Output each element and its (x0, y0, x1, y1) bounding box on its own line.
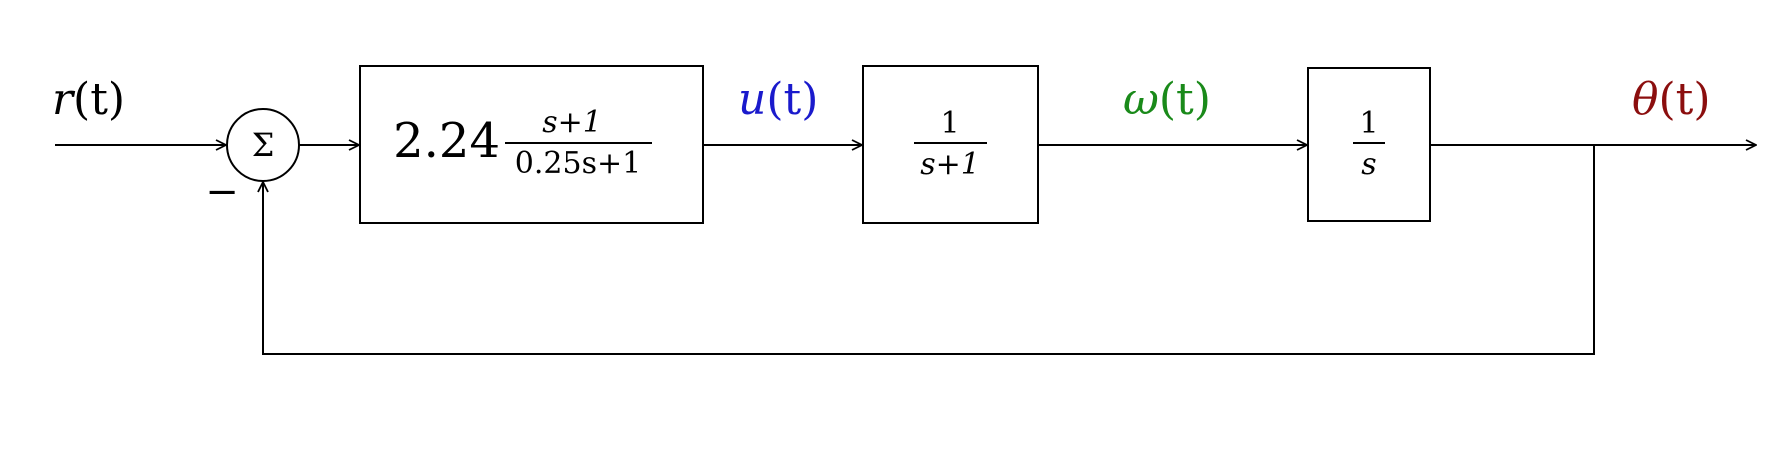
summing-junction: Σ (226, 108, 300, 182)
integrator-box (1307, 67, 1431, 222)
input-signal-label: r(t) (52, 74, 125, 125)
integrator-block: 1 s (1307, 67, 1431, 222)
motor-block: 1 s+1 (862, 65, 1039, 224)
summation-symbol: Σ (252, 126, 275, 164)
motor-box (862, 65, 1039, 224)
integrator-numerator: 1 (1359, 106, 1378, 141)
controller-numerator: s+1 (542, 105, 602, 140)
controller-denominator: 0.25s+1 (515, 146, 641, 181)
controller-gain: 2.24 (393, 113, 500, 169)
motor-numerator: 1 (940, 106, 959, 141)
controller-block: 2.24 s+1 0.25s+1 (359, 65, 704, 224)
speed-signal-label: ω(t) (1123, 74, 1211, 125)
feedback-sign: − (205, 169, 239, 215)
motor-denominator: s+1 (920, 147, 980, 182)
integrator-denominator: s (1361, 147, 1376, 182)
output-signal-label: θ(t) (1632, 74, 1711, 125)
control-signal-label: u(t) (738, 74, 818, 125)
feedback-path (263, 145, 1595, 355)
